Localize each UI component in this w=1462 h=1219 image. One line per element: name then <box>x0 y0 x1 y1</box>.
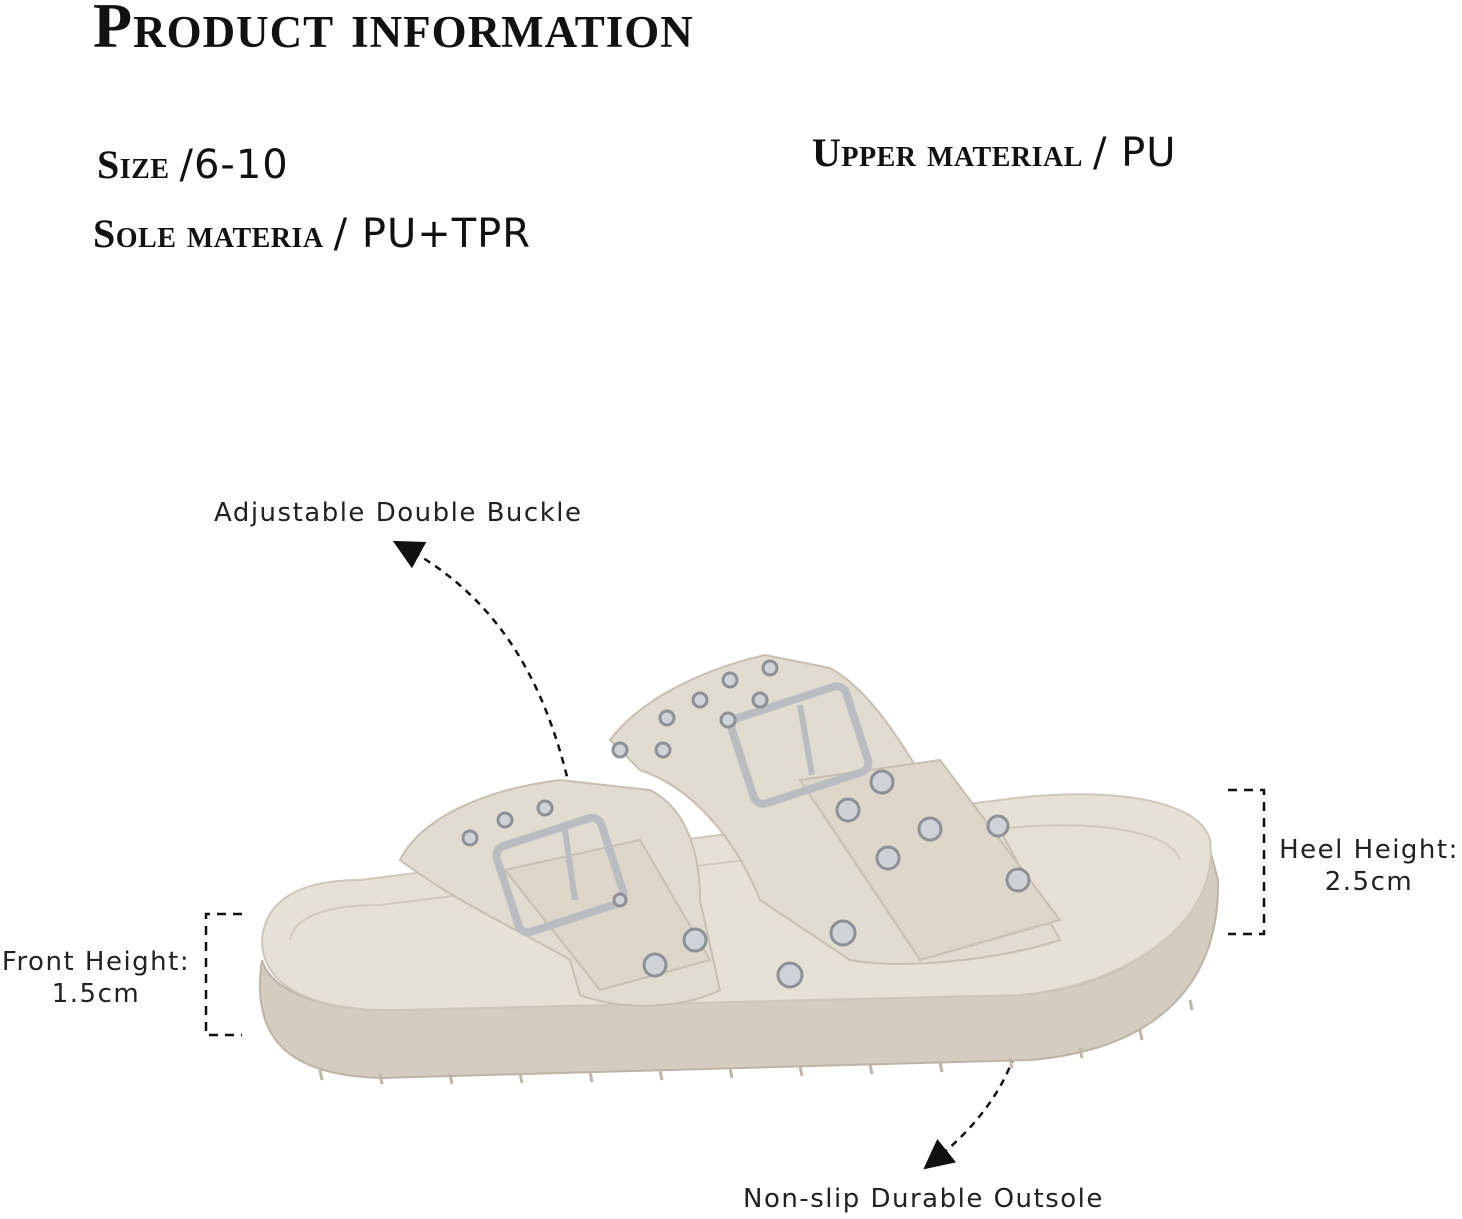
front-height-bracket <box>204 912 242 1037</box>
heel-height-label: Heel Height: <box>1279 835 1459 865</box>
front-height-label: Front Height: <box>1 947 191 977</box>
size-value: /6-10 <box>179 142 289 188</box>
sole-material-spec: Sole materia / PU+TPR <box>93 211 532 257</box>
sandal-image <box>258 653 1220 1085</box>
heel-height-value: 2.5cm <box>1324 867 1414 897</box>
sole-material-value: / PU+TPR <box>333 211 532 257</box>
heel-height-bracket <box>1228 788 1266 936</box>
buckle-callout: Adjustable Double Buckle <box>214 498 583 528</box>
front-height-value: 1.5cm <box>51 979 141 1009</box>
outsole-callout: Non-slip Durable Outsole <box>743 1184 1104 1214</box>
sole-material-label: Sole materia <box>93 211 324 256</box>
buckle-arrow <box>392 540 582 841</box>
upper-material-label: Upper material <box>812 130 1083 175</box>
upper-material-spec: Upper material / PU <box>812 130 1177 176</box>
size-label: Size <box>97 142 170 187</box>
upper-material-value: / PU <box>1092 130 1177 176</box>
front-height-callout: Front Height: 1.5cm <box>0 946 192 1010</box>
outsole-arrow <box>923 1004 1027 1170</box>
page-title: Product information <box>93 0 694 61</box>
heel-height-callout: Heel Height: 2.5cm <box>1276 834 1462 898</box>
size-spec: Size /6-10 <box>97 142 289 188</box>
